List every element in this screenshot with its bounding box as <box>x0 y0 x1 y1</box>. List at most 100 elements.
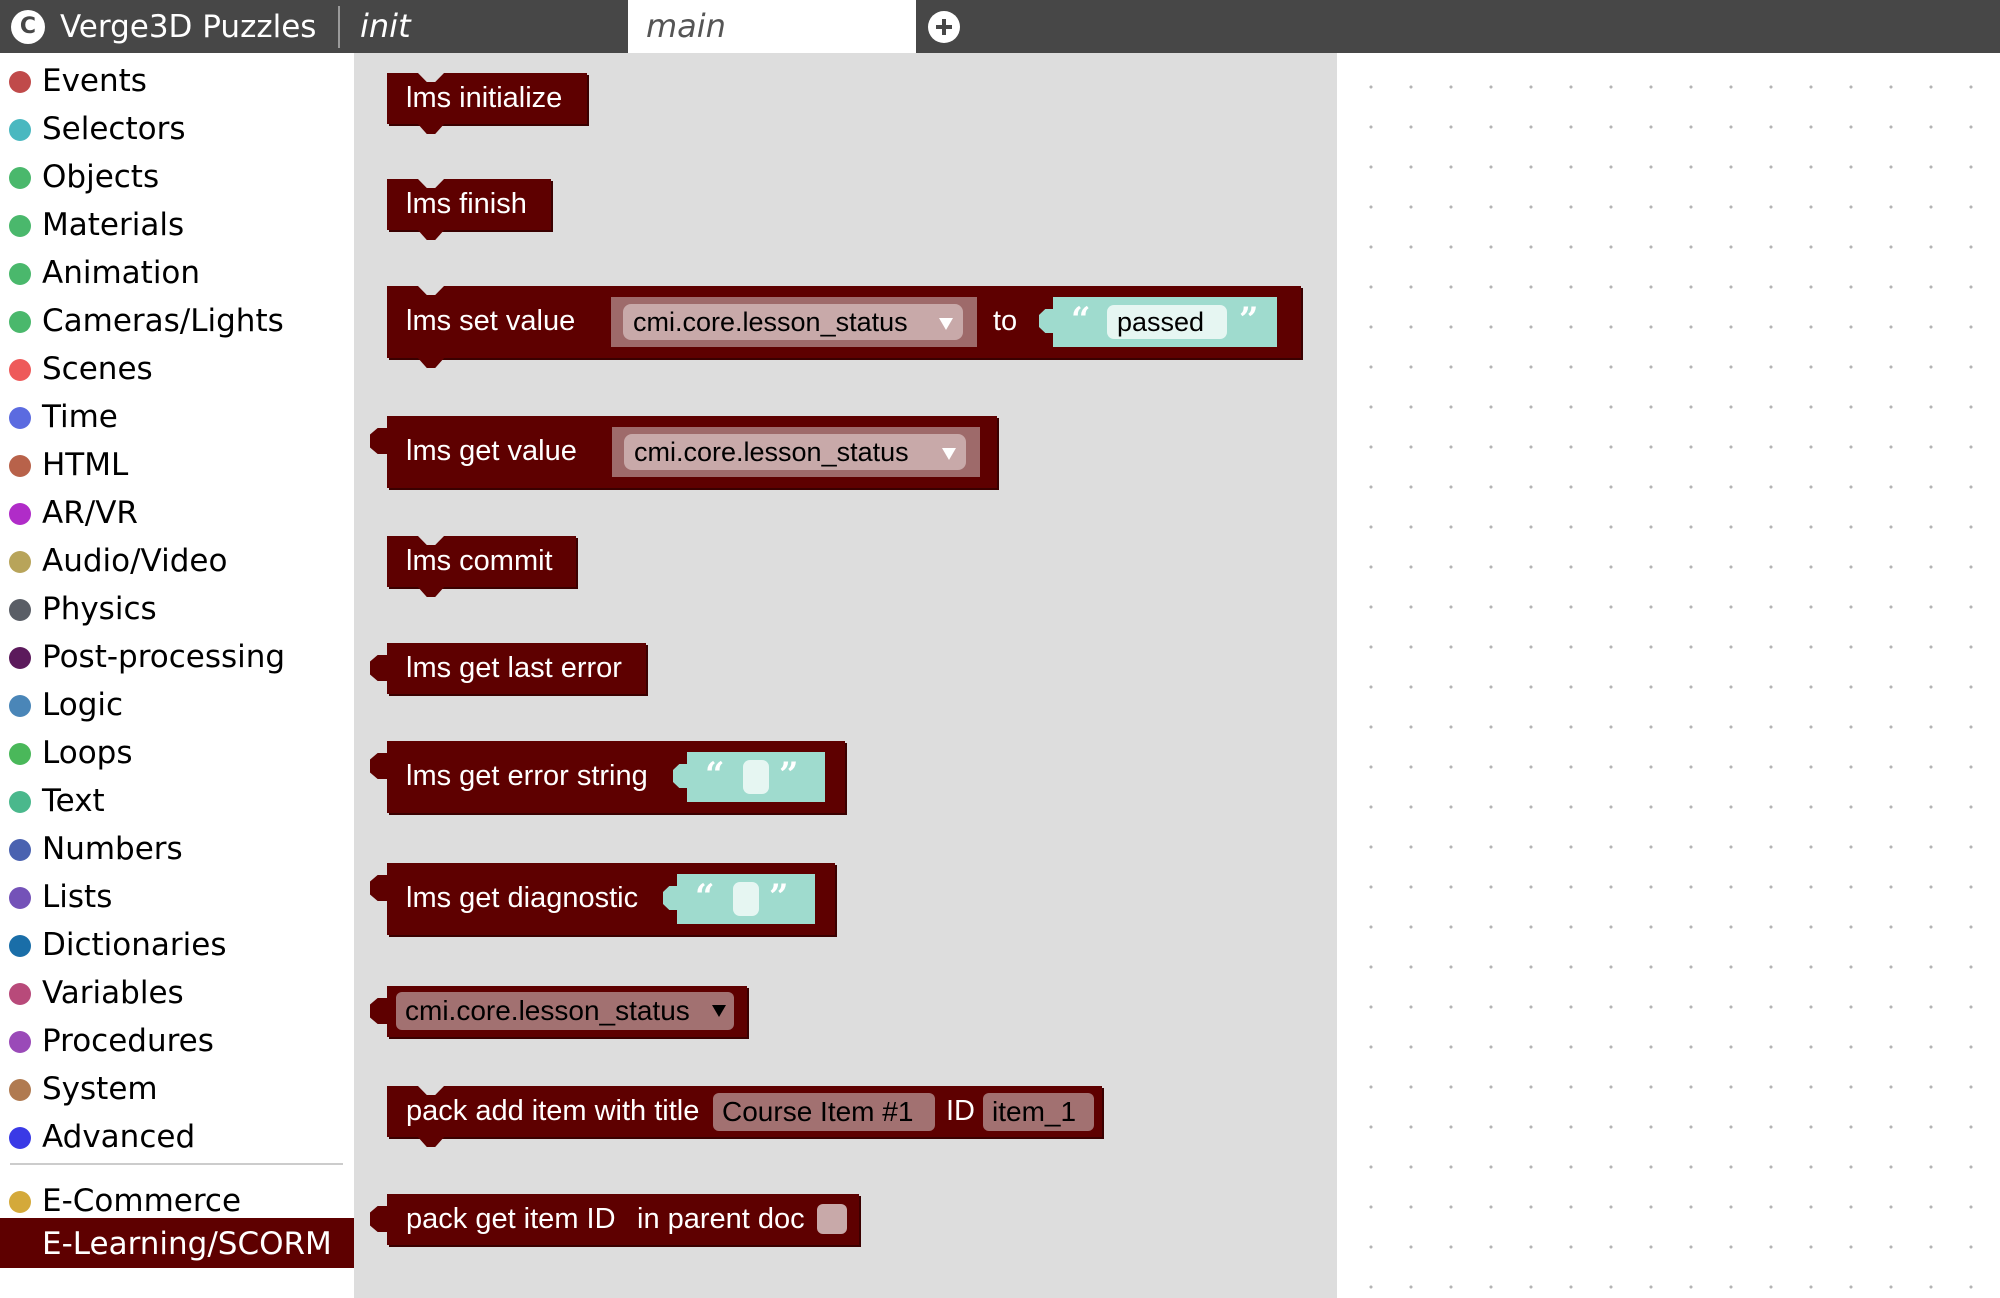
verge3d-logo-icon: C <box>11 10 45 44</box>
sidebar-item-label: Dictionaries <box>42 927 227 963</box>
sidebar-item-materials[interactable]: Materials <box>0 202 354 246</box>
block-pack-get-item-id[interactable]: pack get item ID in parent doc <box>370 1194 859 1245</box>
sidebar-item-ar-vr[interactable]: AR/VR <box>0 490 354 534</box>
block-bottom-nub <box>417 357 445 368</box>
block-lesson-status[interactable]: cmi.core.lesson_status <box>370 986 747 1037</box>
sidebar-item-loops[interactable]: Loops <box>0 730 354 774</box>
text-input[interactable] <box>733 882 759 916</box>
sidebar-item-system[interactable]: System <box>0 1066 354 1110</box>
block-lms-get-last-error[interactable]: lms get last error <box>370 643 646 694</box>
category-color-icon <box>9 1127 31 1149</box>
block-top-notch <box>417 1085 445 1095</box>
sidebar-item-dictionaries[interactable]: Dictionaries <box>0 922 354 966</box>
tab-main[interactable]: main <box>628 0 916 53</box>
sidebar-item-label: Procedures <box>42 1023 214 1059</box>
sidebar-item-label: Logic <box>42 687 124 723</box>
block-label: pack get item ID <box>406 1203 616 1235</box>
category-divider <box>10 1163 343 1165</box>
sidebar-item-label: Scenes <box>42 351 153 387</box>
block-lms-get-value[interactable]: lms get value cmi.core.lesson_status <box>370 416 997 488</box>
block-flyout: lms initialize lms finish lms set value … <box>354 53 1337 1298</box>
sidebar-item-label: Animation <box>42 255 201 291</box>
category-color-icon <box>9 263 31 285</box>
text-block-tab <box>673 764 687 788</box>
dropdown-value: cmi.core.lesson_status <box>405 995 690 1026</box>
block-top-notch <box>417 535 445 545</box>
value-socket: cmi.core.lesson_status <box>612 427 980 477</box>
text-literal-block[interactable]: “ ” <box>673 752 825 802</box>
category-color-icon <box>9 215 31 237</box>
parent-doc-checkbox[interactable] <box>817 1204 847 1234</box>
block-top-notch <box>417 285 445 295</box>
output-tab <box>370 875 387 901</box>
sidebar-item-label: Materials <box>42 207 185 243</box>
lesson-status-dropdown[interactable]: cmi.core.lesson_status <box>396 992 734 1030</box>
open-quote-icon: “ <box>1071 300 1091 340</box>
text-input[interactable]: passed <box>1107 305 1227 339</box>
sidebar-item-text[interactable]: Text <box>0 778 354 822</box>
category-color-icon <box>9 71 31 93</box>
app-title: Verge3D Puzzles <box>60 9 317 45</box>
block-lms-finish[interactable]: lms finish <box>387 178 551 240</box>
output-tab <box>370 753 387 779</box>
close-quote-icon: ” <box>779 755 799 795</box>
category-color-icon <box>9 1031 31 1053</box>
sidebar-item-label: System <box>42 1071 158 1107</box>
workspace-canvas[interactable] <box>1337 53 2000 1298</box>
sidebar-item-cameras-lights[interactable]: Cameras/Lights <box>0 298 354 342</box>
item-title-field[interactable]: Course Item #1 <box>713 1093 935 1131</box>
lesson-status-dropdown[interactable]: cmi.core.lesson_status <box>623 304 963 340</box>
sidebar-item-e-commerce[interactable]: E-Commerce <box>0 1178 354 1222</box>
block-label: lms finish <box>406 188 527 220</box>
block-lms-commit[interactable]: lms commit <box>387 535 576 597</box>
block-lms-initialize[interactable]: lms initialize <box>387 72 587 134</box>
close-quote-icon: ” <box>769 877 789 917</box>
sidebar-item-time[interactable]: Time <box>0 394 354 438</box>
block-lms-get-error-string[interactable]: lms get error string “ ” <box>370 741 845 813</box>
text-literal-block[interactable]: “ passed ” <box>1039 297 1277 347</box>
block-label: lms initialize <box>406 82 563 114</box>
sidebar-item-html[interactable]: HTML <box>0 442 354 486</box>
logo-glyph: C <box>19 14 37 39</box>
sidebar-item-objects[interactable]: Objects <box>0 154 354 198</box>
sidebar-item-audio-video[interactable]: Audio/Video <box>0 538 354 582</box>
dropdown-arrow-icon <box>942 448 956 460</box>
sidebar-item-procedures[interactable]: Procedures <box>0 1018 354 1062</box>
add-tab-icon[interactable] <box>928 11 960 43</box>
value-socket: cmi.core.lesson_status <box>611 297 977 347</box>
sidebar-item-post-processing[interactable]: Post-processing <box>0 634 354 678</box>
text-input[interactable] <box>743 760 769 794</box>
sidebar-item-selectors[interactable]: Selectors <box>0 106 354 150</box>
sidebar-item-advanced[interactable]: Advanced <box>0 1114 354 1158</box>
category-color-icon <box>9 647 31 669</box>
sidebar-item-label: Objects <box>42 159 160 195</box>
open-quote-icon: “ <box>695 877 715 917</box>
block-lms-set-value[interactable]: lms set value cmi.core.lesson_status to … <box>387 285 1301 368</box>
sidebar-item-physics[interactable]: Physics <box>0 586 354 630</box>
open-quote-icon: “ <box>705 755 725 795</box>
sidebar-item-variables[interactable]: Variables <box>0 970 354 1014</box>
block-top-notch <box>417 72 445 82</box>
text-literal-block[interactable]: “ ” <box>663 874 815 924</box>
item-id-field[interactable]: item_1 <box>983 1093 1094 1131</box>
sidebar-item-label: Selectors <box>42 111 186 147</box>
text-block-tab <box>663 886 677 910</box>
sidebar-item-events[interactable]: Events <box>0 58 354 102</box>
block-bottom-nub <box>417 229 445 240</box>
category-color-icon <box>9 119 31 141</box>
block-lms-get-diagnostic[interactable]: lms get diagnostic “ ” <box>370 863 835 935</box>
lesson-status-dropdown[interactable]: cmi.core.lesson_status <box>624 434 966 470</box>
sidebar-item-e-learning-scorm[interactable]: E-Learning/SCORM <box>0 1218 354 1268</box>
sidebar-item-logic[interactable]: Logic <box>0 682 354 726</box>
sidebar-item-scenes[interactable]: Scenes <box>0 346 354 390</box>
block-label: lms get error string <box>406 760 648 792</box>
block-pack-add-item[interactable]: pack add item with title Course Item #1 … <box>387 1085 1102 1147</box>
output-tab <box>370 998 387 1024</box>
sidebar-item-numbers[interactable]: Numbers <box>0 826 354 870</box>
sidebar-item-label: Post-processing <box>42 639 286 675</box>
sidebar-item-animation[interactable]: Animation <box>0 250 354 294</box>
tab-init[interactable]: init <box>360 7 411 45</box>
block-bottom-nub <box>417 1136 445 1147</box>
sidebar-item-lists[interactable]: Lists <box>0 874 354 918</box>
